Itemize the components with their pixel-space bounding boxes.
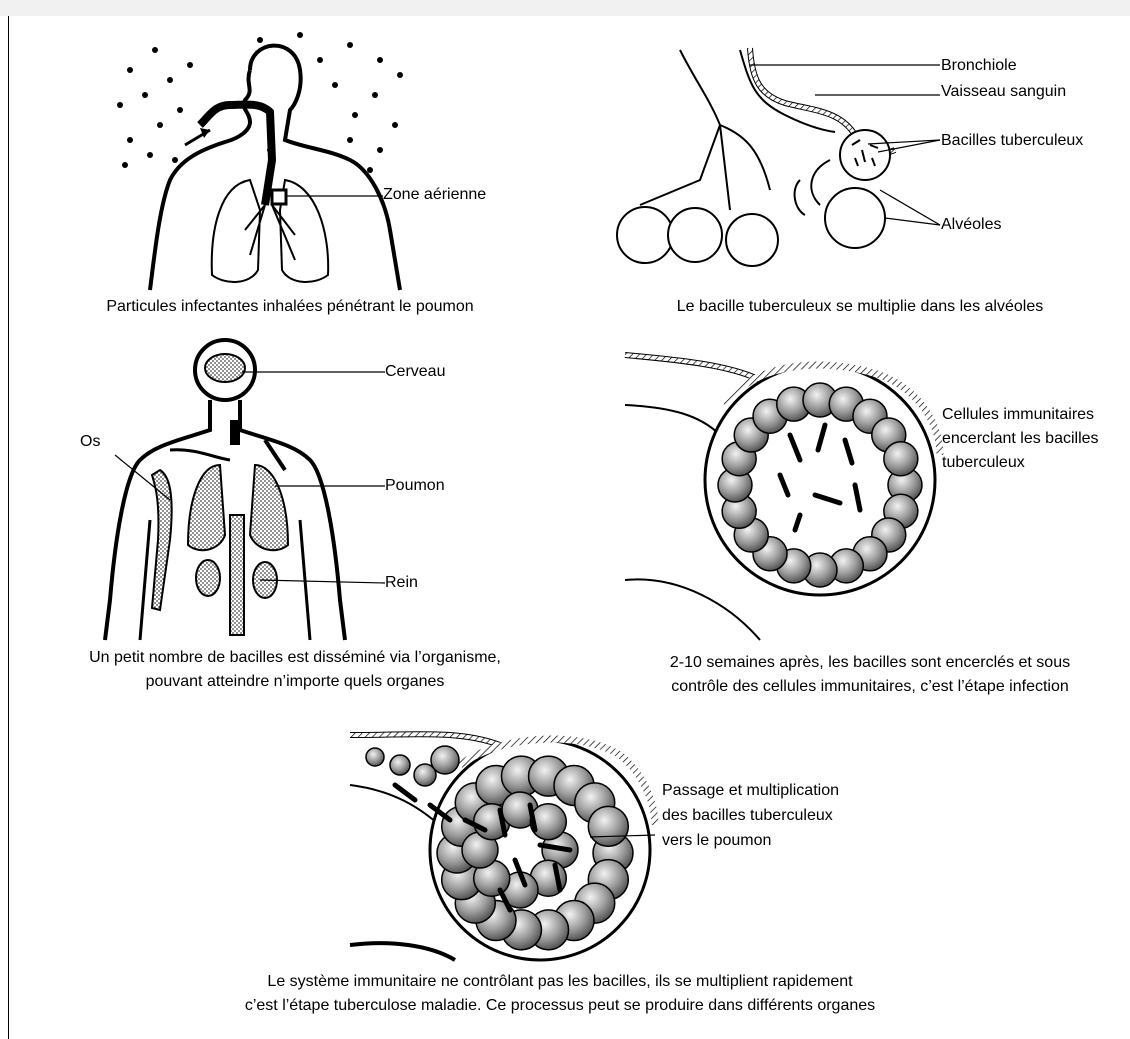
bacillus xyxy=(790,435,800,460)
label-passage-line3: vers le poumon xyxy=(662,831,771,851)
caption-panel-5-line2: c’est l’étape tuberculose maladie. Ce pr… xyxy=(160,994,960,1018)
disease-leader-line xyxy=(200,725,720,965)
bacillus xyxy=(780,475,788,495)
panel-inhalation: Zone aérienne Particules infectantes inh… xyxy=(100,30,540,320)
label-zone-aerienne: Zone aérienne xyxy=(383,185,486,205)
panel-dissemination: Cerveau Os Poumon Rein Un petit nombre d… xyxy=(60,340,580,690)
label-passage-line1: Passage et multiplication xyxy=(662,781,839,801)
alveoli-illustration xyxy=(600,40,1120,300)
label-poumon: Poumon xyxy=(385,476,445,496)
brain xyxy=(205,354,245,382)
caption-panel-1: Particules infectantes inhalées pénétran… xyxy=(60,295,520,319)
label-vaisseau-sanguin: Vaisseau sanguin xyxy=(941,82,1066,102)
bacillus xyxy=(845,440,852,463)
panel-infection: Cellules immunitaires encerclant les bac… xyxy=(620,345,1130,695)
zone-box xyxy=(272,190,286,204)
label-os: Os xyxy=(80,432,100,452)
body-organs-illustration xyxy=(60,340,580,640)
bacillus xyxy=(855,485,860,510)
bacillus xyxy=(818,425,825,450)
label-cellules-line1: Cellules immunitaires xyxy=(942,405,1094,425)
label-cerveau: Cerveau xyxy=(385,362,445,382)
panel-alveoles: Bronchiole Vaisseau sanguin Bacilles tub… xyxy=(600,40,1120,330)
caption-panel-3-line1: Un petit nombre de bacilles est dissémin… xyxy=(60,646,530,670)
label-cellules-line2: encerclant les bacilles xyxy=(942,429,1099,449)
caption-panel-4-line1: 2-10 semaines après, les bacilles sont e… xyxy=(620,651,1120,675)
bacillus xyxy=(815,495,840,503)
label-bronchiole: Bronchiole xyxy=(941,56,1017,76)
panel-maladie: Passage et multiplication des bacilles t… xyxy=(200,725,1000,1025)
label-rein: Rein xyxy=(385,573,418,593)
caption-panel-5-line1: Le système immunitaire ne contrôlant pas… xyxy=(160,970,960,994)
label-cellules-line3: tuberculeux xyxy=(942,453,1025,473)
label-bacilles-tuberculeux: Bacilles tuberculeux xyxy=(941,131,1083,151)
label-passage-line2: des bacilles tuberculeux xyxy=(662,806,833,826)
label-alveoles: Alvéoles xyxy=(941,215,1001,235)
caption-panel-2: Le bacille tuberculeux se multiplie dans… xyxy=(630,295,1090,319)
top-bar xyxy=(0,0,1130,16)
immune-cell xyxy=(884,442,918,476)
bacillus xyxy=(795,515,800,530)
caption-panel-4-line2: contrôle des cellules immunitaires, c’es… xyxy=(620,675,1120,699)
caption-panel-3-line2: pouvant atteindre n’importe quels organe… xyxy=(60,670,530,694)
left-margin-rule xyxy=(8,16,9,1039)
immune-cells-ring xyxy=(620,345,1130,645)
human-respiratory-illustration xyxy=(100,30,540,320)
